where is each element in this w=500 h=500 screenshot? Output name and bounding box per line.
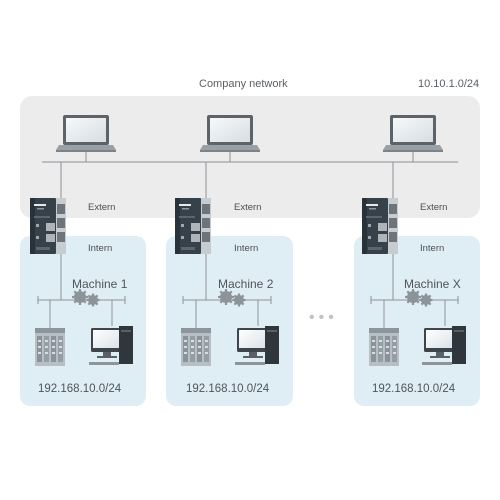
extern-label-2: Extern	[234, 202, 262, 213]
more-machines-ellipsis: •••	[309, 309, 338, 326]
machine-zone-x	[354, 236, 480, 406]
machine-1-subnet: 192.168.10.0/24	[38, 383, 122, 395]
machine-x-name: Machine X	[404, 277, 461, 291]
plc-x-icon	[369, 328, 399, 366]
extern-label-x: Extern	[420, 202, 448, 213]
router-2-icon	[175, 198, 211, 254]
machine-x-subnet: 192.168.10.0/24	[372, 383, 456, 395]
laptop-3-icon	[383, 115, 443, 152]
router-x-icon	[362, 198, 398, 254]
machine-2-name: Machine 2	[218, 277, 274, 291]
gears-2-icon	[216, 287, 247, 308]
laptop-2-icon	[200, 115, 260, 152]
company-network-subnet: 10.10.1.0/24	[418, 78, 480, 90]
intern-label-x: Intern	[420, 243, 445, 254]
company-network-title: Company network	[199, 78, 288, 90]
extern-label-1: Extern	[88, 202, 116, 213]
machine-wiring	[37, 254, 459, 328]
router-1-icon	[30, 198, 66, 254]
intern-label-1: Intern	[88, 243, 113, 254]
plc-2-icon	[181, 328, 211, 366]
laptop-1-icon	[56, 115, 116, 152]
plc-1-icon	[35, 328, 65, 366]
machine-zone-2	[166, 236, 293, 406]
pc-x-icon	[422, 326, 466, 365]
machine-2-subnet: 192.168.10.0/24	[186, 383, 270, 395]
pc-2-icon	[235, 326, 279, 365]
company-backbone	[42, 152, 458, 198]
intern-label-2: Intern	[234, 243, 259, 254]
machine-1-name: Machine 1	[72, 277, 128, 291]
gears-x-icon	[403, 287, 434, 308]
gears-1-icon	[70, 287, 101, 308]
pc-1-icon	[89, 326, 133, 365]
machine-zone-1	[20, 236, 146, 406]
